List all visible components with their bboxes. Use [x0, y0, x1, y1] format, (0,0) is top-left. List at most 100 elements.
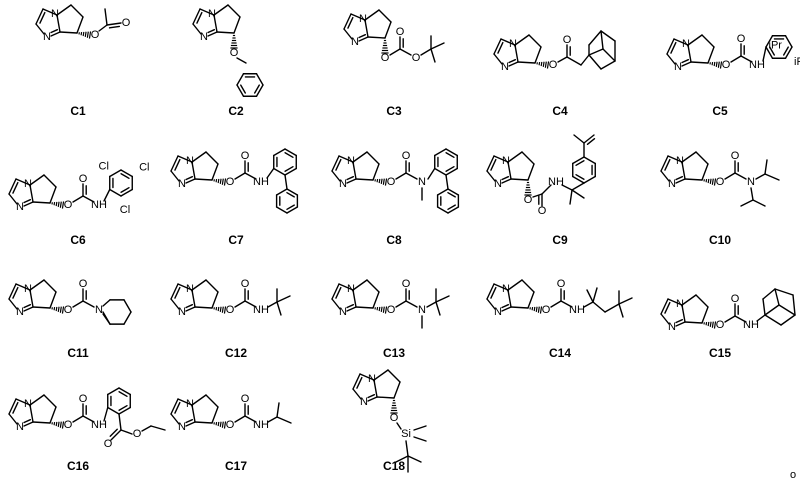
bond: [667, 298, 683, 306]
compound-label: C10: [709, 233, 731, 247]
stereo-hash: [544, 61, 547, 68]
bond: [430, 42, 445, 50]
double-bond: [170, 398, 179, 415]
bond: [435, 295, 450, 303]
bond: [355, 306, 374, 309]
bond: [266, 167, 275, 179]
stereo-hash: [55, 201, 58, 207]
stereo-hash: [378, 306, 381, 312]
double-bond: [120, 188, 133, 197]
bond: [571, 182, 585, 191]
double-bond: [284, 167, 297, 176]
double-bond-inner: [783, 46, 789, 56]
bond: [792, 294, 796, 316]
bond: [521, 279, 535, 293]
double-bond-inner: [108, 25, 121, 29]
bond: [690, 61, 709, 64]
bond: [436, 188, 449, 196]
bond: [687, 34, 703, 46]
compound-label: C5: [712, 104, 728, 118]
nitrogen-atom: N: [186, 398, 194, 410]
bond: [191, 161, 196, 180]
bond: [486, 298, 496, 310]
bond: [244, 300, 257, 308]
bond: [592, 301, 606, 313]
bond: [15, 398, 31, 406]
double-bond-inner: [490, 286, 497, 299]
bond: [56, 4, 72, 16]
double-bond: [23, 306, 34, 312]
bond: [123, 299, 132, 313]
bond: [352, 289, 357, 308]
bond: [216, 31, 235, 34]
bond: [35, 23, 45, 35]
bond: [107, 387, 120, 396]
nitrogen-atom: N: [347, 155, 355, 167]
bond: [778, 304, 796, 316]
bond: [213, 14, 218, 33]
bond: [255, 73, 264, 86]
nitrogen-atom: N: [16, 421, 24, 433]
bond: [724, 315, 736, 323]
bond: [59, 31, 78, 34]
bond: [109, 188, 122, 197]
bond: [764, 159, 768, 175]
carbonyl-oxygen: O: [402, 150, 411, 162]
double-bond-inner: [23, 303, 32, 309]
nitrogen-atom: NH: [91, 419, 107, 431]
compound-label: C13: [383, 346, 405, 360]
bond: [434, 167, 447, 176]
bond: [211, 406, 219, 424]
bond: [366, 279, 380, 293]
stereo-hash: [61, 201, 65, 209]
isopropyl-label: iPr: [794, 56, 800, 68]
bond: [752, 199, 766, 207]
double-bond: [23, 201, 34, 207]
bond: [774, 288, 794, 296]
bond: [413, 425, 427, 431]
bond: [103, 406, 109, 422]
nitrogen-atom: N: [24, 398, 32, 410]
compound-label: C6: [70, 233, 86, 247]
bond: [205, 279, 219, 293]
bond: [399, 48, 412, 56]
bond: [550, 300, 562, 308]
double-bond-inner: [50, 28, 59, 34]
bond: [588, 54, 602, 70]
bond: [236, 57, 247, 64]
nitrogen-atom: N: [359, 13, 367, 25]
stereo-hash: [57, 201, 60, 207]
nitrogen-atom: N: [747, 176, 755, 188]
double-bond-inner: [675, 175, 684, 181]
compound-label: C9: [552, 233, 568, 247]
double-bond-inner: [586, 137, 596, 145]
chlorine-atom: Cl: [99, 161, 109, 173]
bond: [510, 306, 529, 309]
carbonyl-oxygen: O: [737, 33, 746, 45]
double-bond-inner: [769, 46, 775, 56]
bond: [150, 425, 166, 431]
carbonyl-oxygen: O: [402, 278, 411, 290]
double-bond-inner: [286, 191, 295, 198]
double-bond: [346, 306, 357, 312]
nitrogen-atom: N: [418, 176, 426, 188]
double-bond: [501, 306, 512, 312]
bond: [118, 413, 122, 431]
double-bond: [35, 8, 44, 25]
stereo-hash: [221, 306, 224, 313]
bond: [234, 300, 246, 308]
chlorine-atom: Cl: [120, 204, 130, 216]
double-bond: [445, 148, 458, 157]
stereo-hash: [542, 61, 545, 67]
bond: [510, 178, 529, 181]
bond: [426, 301, 437, 308]
double-bond: [367, 396, 378, 402]
bond: [527, 163, 535, 181]
double-bond-inner: [367, 393, 376, 399]
bond: [76, 16, 84, 34]
